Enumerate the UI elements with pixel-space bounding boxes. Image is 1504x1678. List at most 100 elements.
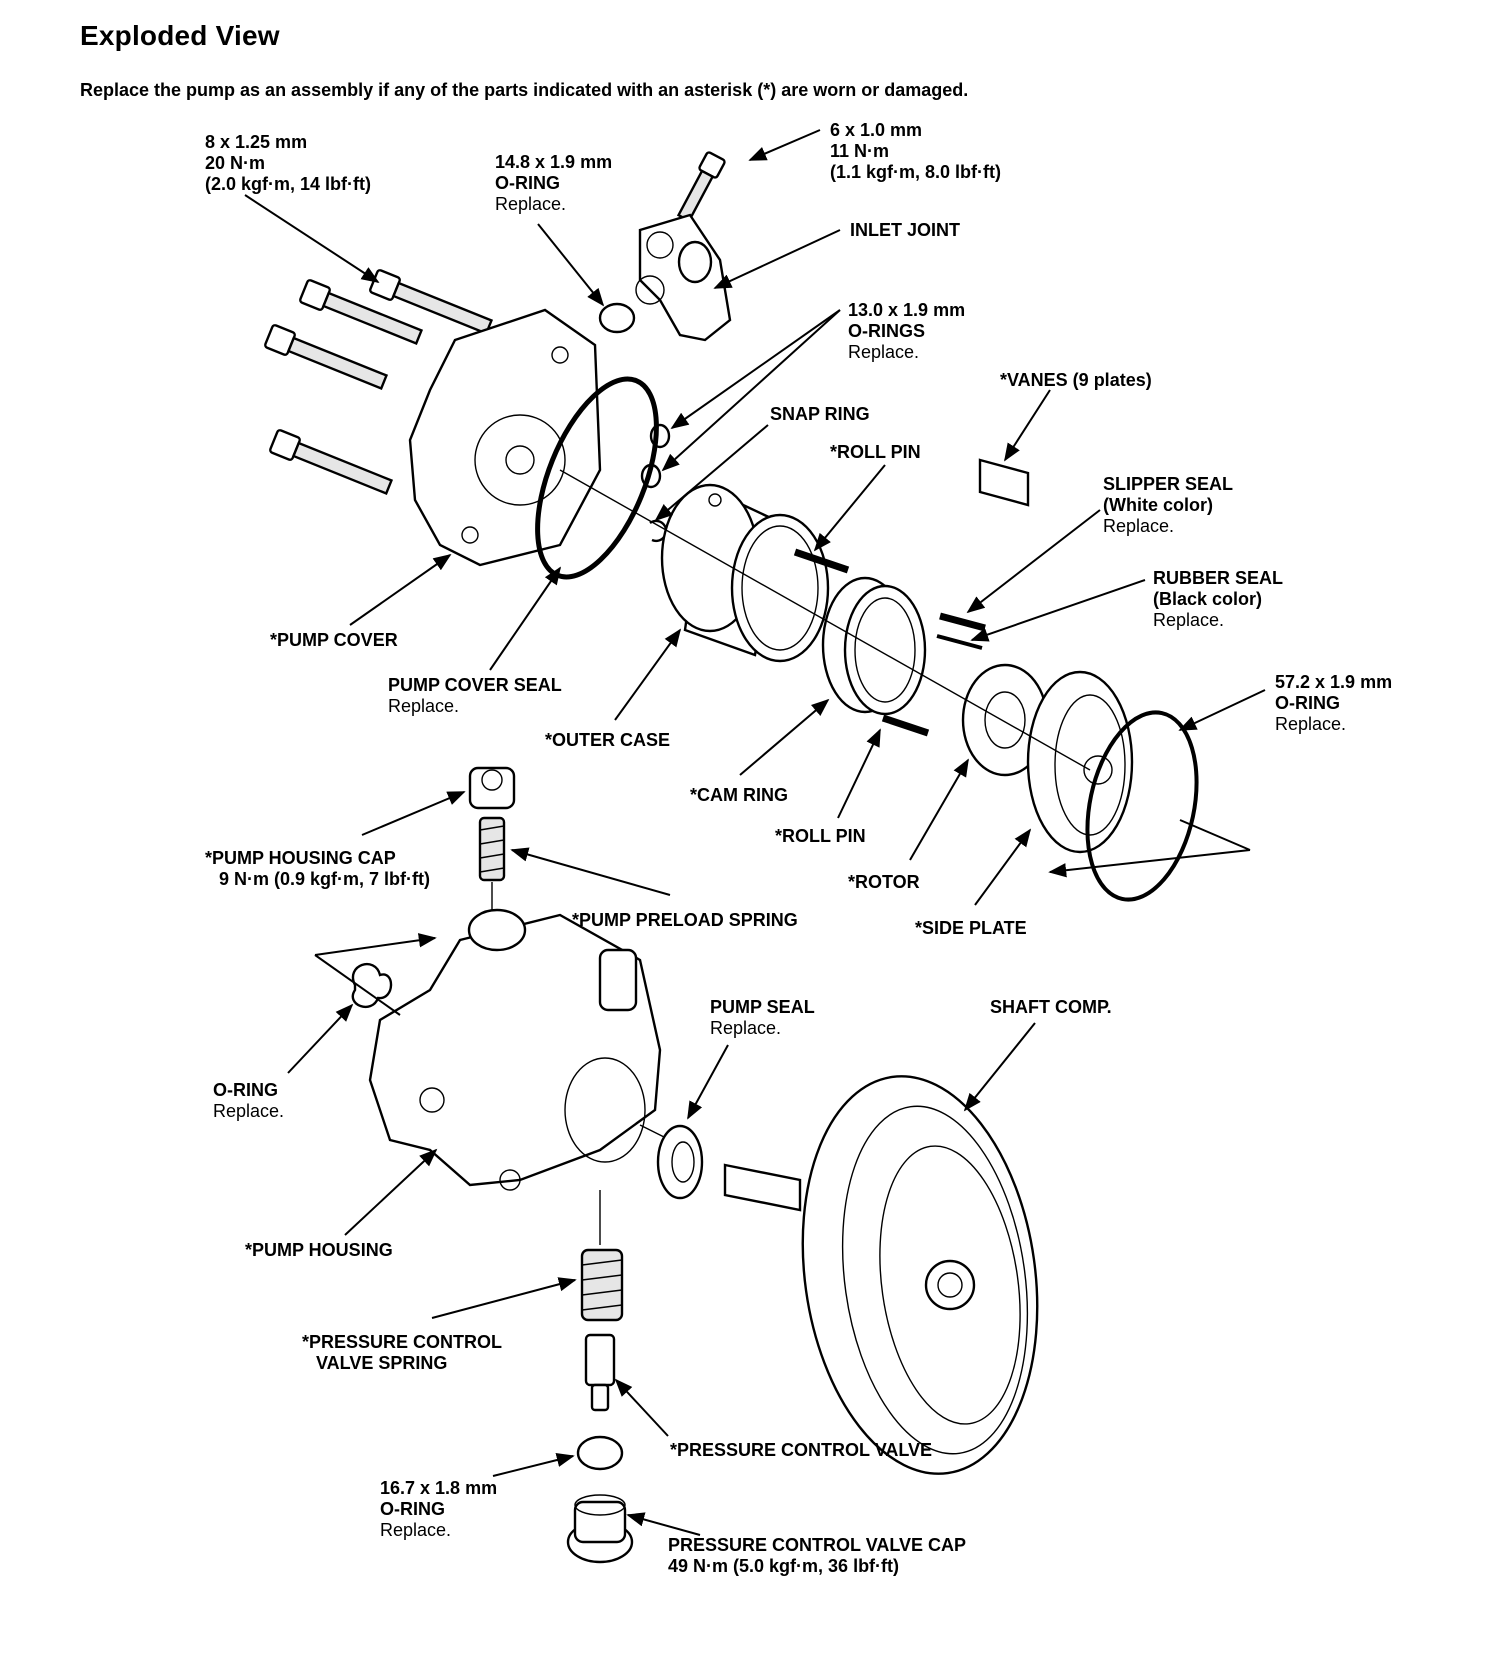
- label-side-plate-name: *SIDE PLATE: [915, 918, 1027, 938]
- label-pcv-cap-torque: 49 N·m (5.0 kgf·m, 36 lbf·ft): [668, 1556, 900, 1576]
- label-outer-case: *OUTER CASE: [545, 730, 670, 751]
- label-pcv-name: *PRESSURE CONTROL VALVE: [670, 1440, 933, 1460]
- label-rotor: *ROTOR: [848, 872, 920, 893]
- label-bolt-8mm-size: 8 x 1.25 mm: [205, 132, 308, 152]
- page-subtitle: Replace the pump as an assembly if any o…: [80, 80, 969, 100]
- label-roll-pin-bottom-name: *ROLL PIN: [775, 826, 866, 846]
- label-roll-pin-bottom: *ROLL PIN: [775, 826, 866, 847]
- label-cam-ring: *CAM RING: [690, 785, 788, 806]
- pump-preload-spring-part: [478, 816, 506, 882]
- inlet-joint-part: [635, 213, 732, 342]
- label-bolt-6mm: 6 x 1.0 mm 11 N·m (1.1 kgf·m, 8.0 lbf·ft…: [830, 120, 1001, 183]
- leader-lines: [244, 129, 1266, 1536]
- label-bolt-8mm-torque: 20 N·m: [205, 153, 266, 173]
- label-pump-seal-name: PUMP SEAL: [710, 997, 815, 1017]
- pump-cover-part: [408, 308, 602, 567]
- outer-case-part: [660, 483, 830, 663]
- label-orings-13-0-note: Replace.: [848, 342, 920, 362]
- label-oring-57-2-size: 57.2 x 1.9 mm: [1275, 672, 1393, 692]
- pump-housing-cap-part: [468, 766, 516, 810]
- label-slipper-seal: SLIPPER SEAL (White color) Replace.: [1103, 474, 1233, 537]
- label-orings-13-0: 13.0 x 1.9 mm O-RINGS Replace.: [848, 300, 965, 363]
- label-oring-16-7-name: O-RING: [380, 1499, 445, 1519]
- pcv-part: [584, 1333, 616, 1412]
- label-inlet-joint: INLET JOINT: [850, 220, 960, 241]
- label-oring-14-8-name: O-RING: [495, 173, 560, 193]
- label-vanes-name: *VANES (9 plates): [1000, 370, 1152, 390]
- label-vanes: *VANES (9 plates): [1000, 370, 1152, 391]
- assembly-axis-line: [559, 469, 1091, 771]
- rubber-seal-part: [936, 634, 983, 650]
- label-slipper-seal-color: (White color): [1103, 495, 1213, 515]
- label-pump-cover-seal-name: PUMP COVER SEAL: [388, 675, 562, 695]
- label-pump-seal-note: Replace.: [710, 1018, 782, 1038]
- label-oring-16-7: 16.7 x 1.8 mm O-RING Replace.: [380, 1478, 497, 1541]
- oring-housing-part: [351, 963, 393, 1009]
- label-side-plate: *SIDE PLATE: [915, 918, 1027, 939]
- label-oring-housing-note: Replace.: [213, 1101, 285, 1121]
- label-oring-housing-name: O-RING: [213, 1080, 278, 1100]
- label-roll-pin-top: *ROLL PIN: [830, 442, 921, 463]
- label-pump-housing-cap-name: *PUMP HOUSING CAP: [205, 848, 396, 868]
- label-rubber-seal-name: RUBBER SEAL: [1153, 568, 1284, 588]
- label-oring-14-8-note: Replace.: [495, 194, 567, 214]
- oring-16-7-part: [576, 1435, 624, 1471]
- label-pcv-cap-name: PRESSURE CONTROL VALVE CAP: [668, 1535, 967, 1555]
- label-bolt-6mm-torque-alt: (1.1 kgf·m, 8.0 lbf·ft): [830, 162, 1002, 182]
- label-shaft-comp: SHAFT COMP.: [990, 997, 1112, 1018]
- label-pcv-spring: *PRESSURE CONTROL VALVE SPRING: [302, 1332, 502, 1374]
- pcv-spring-part: [580, 1248, 624, 1322]
- label-pump-cover-seal: PUMP COVER SEAL Replace.: [388, 675, 562, 717]
- roll-pin-top-part: [793, 548, 850, 574]
- label-pump-housing-cap: *PUMP HOUSING CAP 9 N·m (0.9 kgf·m, 7 lb…: [205, 848, 430, 890]
- label-pump-preload-spring-name: *PUMP PRELOAD SPRING: [572, 910, 798, 930]
- oring-57-2-part: [1085, 710, 1199, 902]
- label-rubber-seal-note: Replace.: [1153, 610, 1225, 630]
- label-oring-57-2-note: Replace.: [1275, 714, 1347, 734]
- label-pcv-spring-name-2: VALVE SPRING: [316, 1353, 448, 1373]
- label-rubber-seal-color: (Black color): [1153, 589, 1263, 609]
- label-pcv-spring-name: *PRESSURE CONTROL: [302, 1332, 503, 1352]
- slipper-seal-part: [939, 612, 986, 632]
- bolt-6mm-part: [676, 151, 726, 223]
- cam-ring-part: [821, 576, 927, 716]
- label-oring-57-2-name: O-RING: [1275, 693, 1340, 713]
- label-snap-ring: SNAP RING: [770, 404, 870, 425]
- label-oring-14-8: 14.8 x 1.9 mm O-RING Replace.: [495, 152, 612, 215]
- label-outer-case-name: *OUTER CASE: [545, 730, 671, 750]
- label-oring-14-8-size: 14.8 x 1.9 mm: [495, 152, 613, 172]
- label-shaft-comp-name: SHAFT COMP.: [990, 997, 1112, 1017]
- pcv-cap-part: [566, 1494, 634, 1564]
- label-inlet-joint-name: INLET JOINT: [850, 220, 961, 240]
- label-oring-housing: O-RING Replace.: [213, 1080, 284, 1122]
- label-pcv: *PRESSURE CONTROL VALVE: [670, 1440, 932, 1461]
- label-pump-cover-seal-note: Replace.: [388, 696, 460, 716]
- label-oring-57-2: 57.2 x 1.9 mm O-RING Replace.: [1275, 672, 1392, 735]
- pump-seal-part: [656, 1124, 704, 1200]
- label-pump-preload-spring: *PUMP PRELOAD SPRING: [572, 910, 798, 931]
- label-roll-pin-top-name: *ROLL PIN: [830, 442, 921, 462]
- page-title: Exploded View: [80, 20, 280, 51]
- label-bolt-8mm-torque-alt: (2.0 kgf·m, 14 lbf·ft): [205, 174, 372, 194]
- label-pcv-cap: PRESSURE CONTROL VALVE CAP 49 N·m (5.0 k…: [668, 1535, 966, 1577]
- label-pump-housing-name: *PUMP HOUSING: [245, 1240, 393, 1260]
- label-slipper-seal-name: SLIPPER SEAL: [1103, 474, 1234, 494]
- label-snap-ring-name: SNAP RING: [770, 404, 870, 424]
- label-oring-16-7-note: Replace.: [380, 1520, 452, 1540]
- label-pump-housing: *PUMP HOUSING: [245, 1240, 393, 1261]
- side-plate-part: [1026, 670, 1134, 854]
- label-orings-13-0-size: 13.0 x 1.9 mm: [848, 300, 966, 320]
- roll-pin-bottom-part: [881, 714, 930, 737]
- label-oring-16-7-size: 16.7 x 1.8 mm: [380, 1478, 498, 1498]
- label-bolt-8mm: 8 x 1.25 mm 20 N·m (2.0 kgf·m, 14 lbf·ft…: [205, 132, 371, 195]
- label-bolt-6mm-torque: 11 N·m: [830, 141, 890, 161]
- label-pump-cover-name: *PUMP COVER: [270, 630, 398, 650]
- label-orings-13-0-name: O-RINGS: [848, 321, 926, 341]
- label-rotor-name: *ROTOR: [848, 872, 920, 892]
- label-pump-housing-cap-torque: 9 N·m (0.9 kgf·m, 7 lbf·ft): [219, 869, 431, 889]
- shaft-comp-part: [723, 1075, 1039, 1475]
- oring-14-8-part: [598, 302, 636, 334]
- label-rubber-seal: RUBBER SEAL (Black color) Replace.: [1153, 568, 1283, 631]
- pump-housing-part: [368, 908, 662, 1191]
